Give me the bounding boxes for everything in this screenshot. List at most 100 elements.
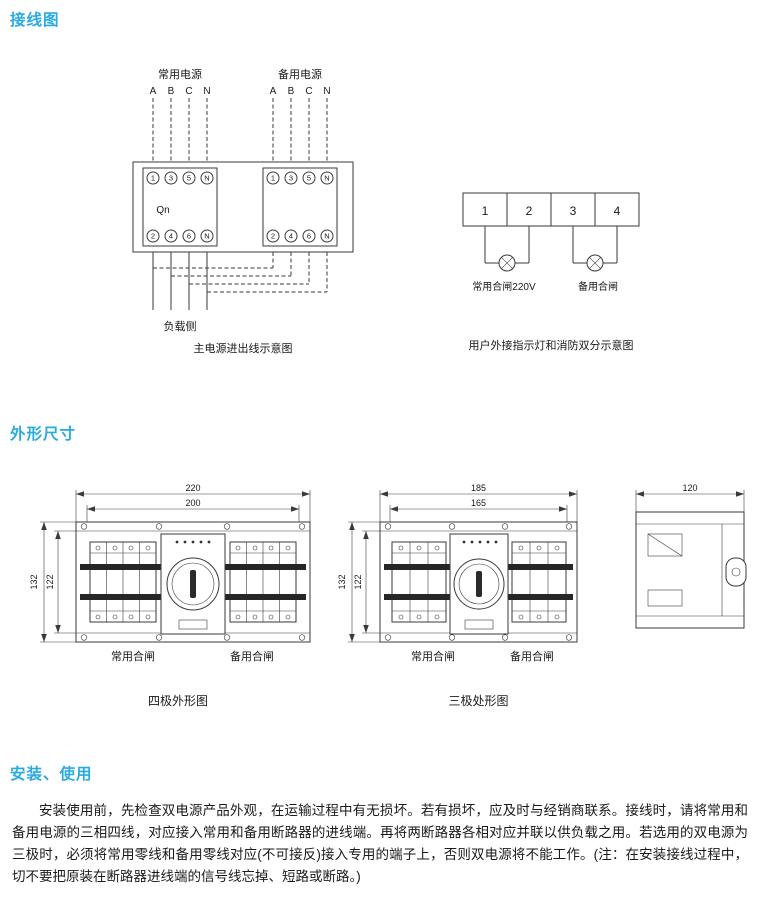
dim-inner-width: 165 xyxy=(471,498,486,508)
main-wiring-diagram: 常用电源 备用电源 A B C N A B C N 1 3 5 N 2 4 6 … xyxy=(132,67,354,355)
side-view-drawing: 120 xyxy=(635,483,747,629)
mounting-holes xyxy=(80,523,306,641)
three-pole-caption: 三极处形图 xyxy=(448,694,509,708)
dim-outer-width: 185 xyxy=(471,483,486,493)
phase-label: A xyxy=(150,86,157,97)
indicator-lamp-icon xyxy=(586,254,604,272)
normal-close-label: 常用合闸 xyxy=(411,649,455,663)
incoming-supply-lines xyxy=(152,98,328,162)
dimension-arrows xyxy=(41,522,61,642)
phase-label: C xyxy=(185,86,192,97)
indicator-lamp-icon xyxy=(498,254,516,272)
side-handle xyxy=(725,557,747,587)
svg-text:1: 1 xyxy=(271,174,275,183)
install-body-text: 安装使用前，先检查双电源产品外观，在运输过程中有无损坏。若有损坏，应及时与经销商… xyxy=(12,803,748,884)
extension-lines xyxy=(348,521,380,643)
phase-label: N xyxy=(203,86,210,97)
terminal-strip-dividers xyxy=(506,193,596,226)
indicator-diagram-caption: 用户外接指示灯和消防双分示意图 xyxy=(469,338,634,352)
dimension-arrows xyxy=(349,522,369,642)
normal-breaker-box xyxy=(142,167,218,247)
svg-text:1: 1 xyxy=(151,174,155,183)
normal-breaker-front xyxy=(89,541,157,623)
install-section-title: 安装、使用 xyxy=(10,766,93,783)
dim-inner-width: 200 xyxy=(185,498,200,508)
svg-text:N: N xyxy=(204,174,209,183)
extension-lines xyxy=(379,490,578,522)
backup-breaker-front xyxy=(511,541,567,623)
transfer-mechanism xyxy=(449,533,509,635)
extension-lines xyxy=(75,490,311,522)
extension-lines xyxy=(40,521,76,643)
normal-close-label: 常用合闸 xyxy=(111,649,155,663)
wiring-section-title: 接线图 xyxy=(10,12,60,29)
terminal-number: 3 xyxy=(570,204,577,218)
svg-text:2: 2 xyxy=(151,232,155,241)
normal-breaker-front xyxy=(391,541,447,623)
indicator-wiring-diagram: 1 2 3 4 常用合闸220V 备用合闸 用户外接指示灯和消防双分示意图 xyxy=(462,192,640,352)
backup-close-label: 备用合闸 xyxy=(578,280,618,293)
four-pole-drawing: 220 200 xyxy=(29,483,311,663)
backup-lamp-circuit xyxy=(572,226,618,272)
svg-text:6: 6 xyxy=(187,232,191,241)
svg-text:N: N xyxy=(204,232,209,241)
parallel-link-lines xyxy=(153,252,328,293)
dimension-line xyxy=(351,522,367,642)
svg-text:3: 3 xyxy=(169,174,173,183)
svg-text:4: 4 xyxy=(289,232,293,241)
mounting-holes xyxy=(384,523,573,641)
three-pole-drawing: 185 165 xyxy=(337,483,578,663)
side-profile xyxy=(635,511,747,629)
dimension-line xyxy=(43,522,59,642)
dim-outer-height: 132 xyxy=(337,574,347,589)
dimension-line xyxy=(380,493,577,510)
extension-lines xyxy=(635,490,745,512)
nameplate xyxy=(178,619,208,630)
switch-outer-box xyxy=(132,161,354,253)
rotary-handle-icon xyxy=(190,570,196,598)
terminal-number: 4 xyxy=(614,204,621,218)
normal-power-label: 常用电源 xyxy=(158,67,202,81)
device-body xyxy=(75,521,311,643)
terminal-number: 2 xyxy=(526,204,533,218)
four-pole-caption: 四极外形图 xyxy=(147,694,208,708)
dim-outer-width: 220 xyxy=(185,483,200,493)
dim-outer-height: 132 xyxy=(29,574,39,589)
load-side-label: 负载侧 xyxy=(164,319,197,333)
nameplate xyxy=(464,619,494,630)
phase-label: C xyxy=(305,86,312,97)
phase-label: B xyxy=(288,86,295,97)
svg-text:N: N xyxy=(324,174,329,183)
main-diagram-caption: 主电源进出线示意图 xyxy=(194,341,293,355)
load-output-lines xyxy=(152,252,208,310)
device-body xyxy=(379,521,578,643)
backup-breaker-box xyxy=(262,167,338,247)
terminal-number: 1 xyxy=(482,204,489,218)
backup-breaker-front xyxy=(229,541,297,623)
svg-text:3: 3 xyxy=(289,174,293,183)
transfer-mechanism xyxy=(160,533,226,635)
svg-text:6: 6 xyxy=(307,232,311,241)
svg-text:5: 5 xyxy=(187,174,191,183)
backup-close-label: 备用合闸 xyxy=(230,649,274,663)
dim-inner-height: 122 xyxy=(45,574,55,589)
dimension-line xyxy=(76,493,310,510)
dim-inner-height: 122 xyxy=(353,574,363,589)
phase-label: N xyxy=(323,86,330,97)
svg-text:N: N xyxy=(324,232,329,241)
svg-text:4: 4 xyxy=(169,232,173,241)
backup-breaker-terminals: 1 3 5 N 2 4 6 N xyxy=(266,171,334,243)
svg-text:2: 2 xyxy=(271,232,275,241)
rotary-handle-icon xyxy=(476,571,482,597)
phase-label: B xyxy=(168,86,175,97)
backup-power-label: 备用电源 xyxy=(278,67,322,81)
normal-breaker-terminals: 1 3 5 N 2 4 6 N xyxy=(146,171,214,243)
phase-label: A xyxy=(270,86,277,97)
dimensions-section-title: 外形尺寸 xyxy=(10,426,77,443)
dim-depth: 120 xyxy=(682,483,697,493)
qn-label: Qn xyxy=(156,205,169,216)
backup-close-label: 备用合闸 xyxy=(510,649,554,663)
svg-text:5: 5 xyxy=(307,174,311,183)
normal-lamp-circuit xyxy=(484,226,530,272)
